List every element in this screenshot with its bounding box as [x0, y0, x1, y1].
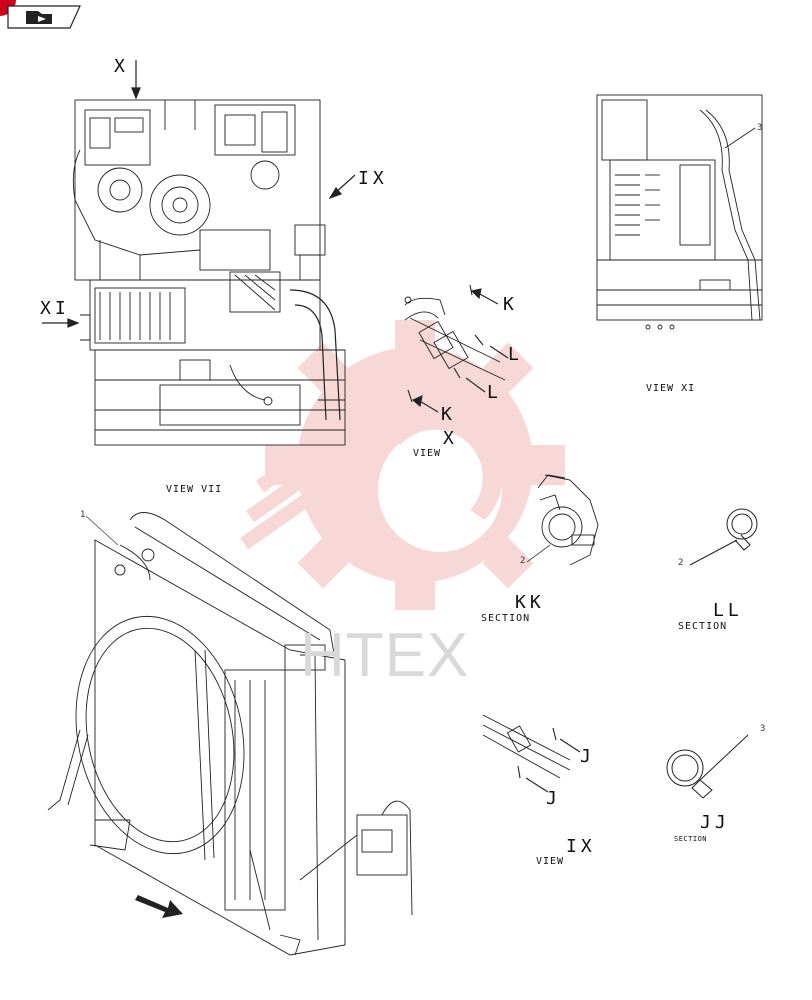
k-lower-label: K: [441, 404, 456, 425]
callout-2-ll: 2: [678, 558, 684, 568]
l-lower-label: L: [487, 382, 502, 403]
callout-3-top: 3: [757, 123, 763, 133]
view-x-detail-drawing: [404, 296, 506, 381]
view-xi-arrow: [42, 318, 80, 328]
j-lower-label: J: [546, 788, 561, 809]
l-upper-label: L: [508, 344, 523, 365]
k-upper-label: K: [503, 294, 518, 315]
section-jj-word: SECTION: [674, 835, 708, 843]
callout-1: 1: [80, 510, 86, 520]
view-xi-caption: VIEW XI: [646, 383, 696, 394]
j-upper-arrow: [552, 727, 581, 753]
view-ix-drawing: [482, 714, 571, 779]
engine-assembly-drawing: [72, 99, 346, 446]
view-ix-arrow-label: IX: [358, 168, 388, 189]
view-x-word: VIEW: [413, 448, 442, 459]
section-kk-word: SECTION: [481, 613, 531, 624]
view-x-letter: X: [443, 428, 458, 449]
callout-3-jj: 3: [760, 724, 766, 734]
callout-leaders: [85, 515, 551, 563]
callout-2-kk: 2: [520, 556, 526, 566]
section-jj-drawing: [666, 734, 749, 799]
section-kk-letters: KK: [515, 592, 545, 613]
view-x-arrow-label: X: [114, 56, 129, 77]
section-kk-drawing: [537, 474, 599, 566]
nav-frame: [7, 5, 81, 29]
view-ix-word: VIEW: [536, 856, 565, 867]
nav-folder-button[interactable]: [6, 4, 78, 28]
view-xi-drawing: [596, 94, 763, 330]
view-vii-caption: VIEW VII: [166, 484, 223, 495]
k-upper-arrow: [469, 284, 499, 305]
j-lower-arrow: [517, 765, 549, 793]
radiator-assembly-drawing: [47, 512, 413, 956]
j-upper-label: J: [580, 746, 595, 767]
l-upper-arrow: [474, 334, 509, 359]
l-lower-arrow: [453, 367, 486, 393]
fwd-arrow-icon: [135, 895, 183, 918]
section-ll-drawing: [689, 508, 758, 566]
section-ll-letters: LL: [713, 600, 743, 621]
section-ll-word: SECTION: [678, 621, 728, 632]
view-ix-arrow: [328, 174, 356, 200]
k-lower-arrow: [407, 389, 439, 413]
view-x-arrow: [131, 60, 141, 100]
section-jj-letters: JJ: [700, 812, 730, 833]
view-xi-arrow-label: XI: [40, 298, 70, 319]
watermark-text: HTEX: [300, 621, 470, 690]
view-ix-letters: IX: [566, 836, 596, 857]
